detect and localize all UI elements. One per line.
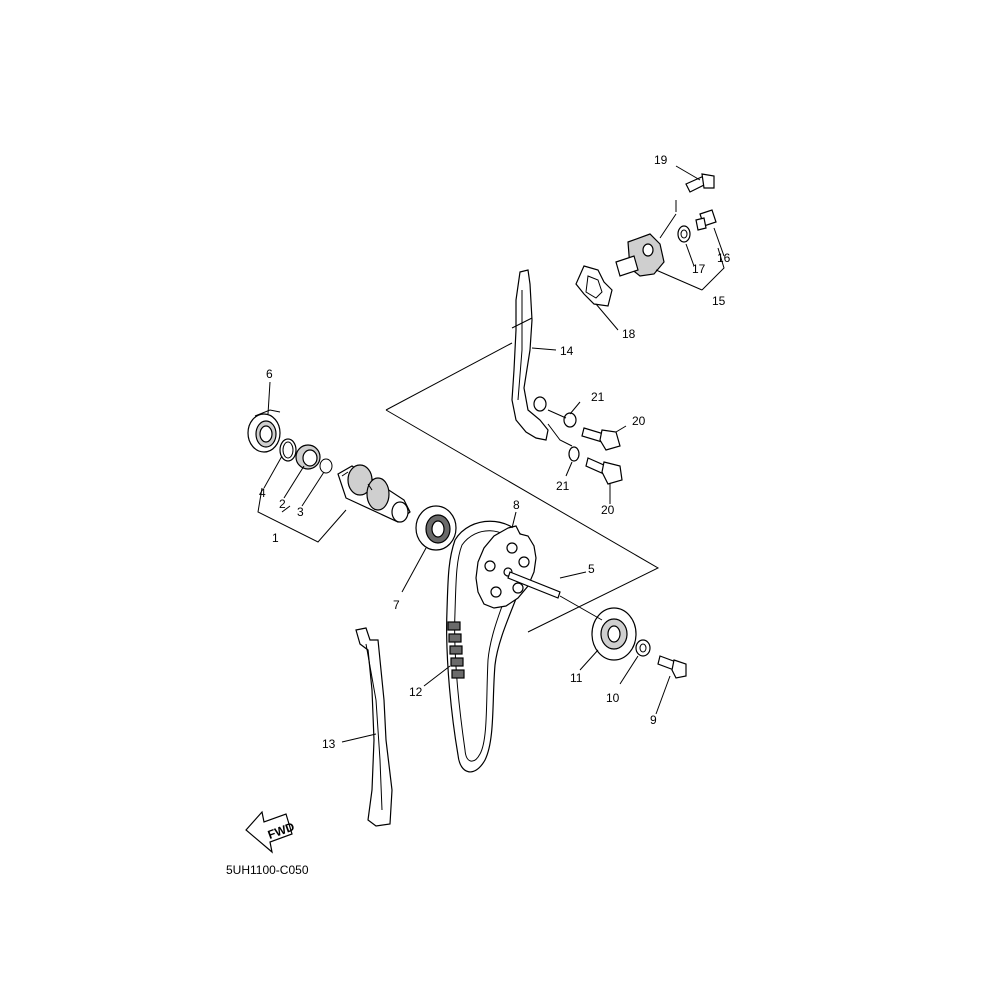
part-8-cam-sprocket — [475, 525, 537, 609]
callout-1: 1 — [272, 531, 279, 545]
leader-lines — [257, 165, 725, 743]
callout-5: 5 — [588, 562, 595, 576]
callout-6: 6 — [266, 367, 273, 381]
part-16-plug-bolt — [695, 209, 717, 231]
chain-links — [447, 621, 465, 679]
callout-8: 8 — [513, 498, 520, 512]
callout-17: 17 — [692, 262, 706, 276]
part-9-bolt — [657, 655, 687, 679]
fwd-direction-arrow: FWD — [245, 810, 297, 854]
callout-10: 10 — [606, 691, 620, 705]
reference-frame — [385, 342, 660, 633]
part-13-chain-guide — [355, 627, 393, 827]
part-7-bearing — [415, 505, 457, 551]
diagram-code: 5UH1100-C050 — [226, 863, 309, 877]
callout-12: 12 — [409, 685, 423, 699]
part-1-camshaft — [337, 464, 411, 523]
part-20-bolt-lower — [585, 457, 623, 485]
part-6-bearing — [247, 409, 281, 453]
callout-labels: 1 2 3 4 5 6 7 8 9 10 11 12 13 14 15 16 1… — [259, 153, 731, 751]
part-21-washer-upper — [563, 412, 577, 428]
part-11-plate — [591, 607, 637, 661]
callout-15: 15 — [712, 294, 726, 308]
callout-4: 4 — [259, 486, 266, 500]
callout-13: 13 — [322, 737, 336, 751]
callout-21-upper: 21 — [591, 390, 605, 404]
part-20-bolt-upper — [581, 427, 621, 451]
callout-9: 9 — [650, 713, 657, 727]
part-15-chain-tensioner — [615, 233, 665, 277]
callout-2: 2 — [279, 497, 286, 511]
part-21-washer-lower — [568, 446, 580, 462]
part-10-washer — [635, 639, 651, 657]
callout-21-lower: 21 — [556, 479, 570, 493]
callout-18: 18 — [622, 327, 636, 341]
callout-11: 11 — [570, 671, 583, 685]
part-19-bolt — [685, 173, 715, 193]
callout-14: 14 — [560, 344, 574, 358]
callout-20-upper: 20 — [632, 414, 646, 428]
part-2-collar — [295, 444, 321, 470]
callout-20-lower: 20 — [601, 503, 615, 517]
part-18-gasket — [575, 265, 613, 307]
part-5-pin — [507, 571, 561, 599]
callout-3: 3 — [297, 505, 304, 519]
part-3-o-ring — [319, 458, 333, 474]
part-4-circlip — [279, 438, 297, 462]
callout-16: 16 — [717, 251, 731, 265]
callout-19: 19 — [654, 153, 668, 167]
part-14-chain-guide — [511, 269, 549, 441]
callout-7: 7 — [393, 598, 400, 612]
part-17-gasket-ring — [677, 225, 691, 243]
